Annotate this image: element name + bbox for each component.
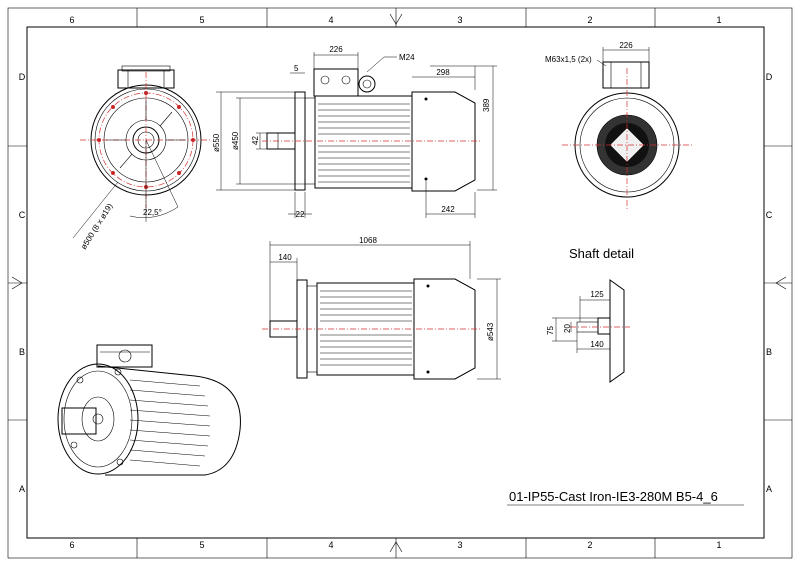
column-label-bottom-3: 4 [328,540,333,550]
side-view-top [262,68,480,192]
shaft-20-dimension: 20 [563,324,572,333]
row-label-right-c: C [766,210,773,220]
bolt-circle-dimension: ø500 (8 x ø19) [79,202,115,252]
column-label-bottom-5: 2 [587,540,592,550]
height-389-dimension: 389 [482,98,491,112]
column-label-top-2: 5 [199,15,204,25]
row-label-right-a: A [766,484,772,494]
isometric-fins [129,379,211,467]
shaft-140-dimension: 140 [278,253,292,262]
column-label-bottom-4: 3 [457,540,462,550]
column-label-top-5: 2 [587,15,592,25]
row-label-right-b: B [766,347,772,357]
column-ticks [8,8,792,558]
inner-frame [26,26,765,539]
spigot-450-dimension: ø450 [231,131,240,150]
row-label-left-b: B [19,347,25,357]
isometric-view [57,344,241,476]
flange-550-dimension: ø550 [212,133,221,152]
shaft-125-dimension: 125 [590,290,604,299]
shaft-detail-heading: Shaft detail [569,246,634,261]
overall-length-dimension: 1068 [359,236,377,245]
flange-22-dimension: 22 [296,210,305,219]
rear-view [562,47,692,210]
cooling-fins-middle [320,290,412,366]
offset-dimension: 5 [294,64,299,73]
length-242-dimension: 242 [441,205,455,214]
terminal-box-width-right: 226 [619,41,633,50]
front-view [72,65,212,239]
column-label-top-3: 4 [328,15,333,25]
column-label-top-1: 6 [69,15,74,25]
row-label-left-a: A [19,484,25,494]
length-298-dimension: 298 [436,68,450,77]
side-view-middle [262,241,501,380]
thread-label: M24 [399,53,415,62]
column-label-top-4: 3 [457,15,462,25]
shaft-42-dimension: 42 [251,136,260,145]
column-label-bottom-1: 6 [69,540,74,550]
row-label-left-c: C [19,210,26,220]
frame-543-dimension: ø543 [486,322,495,341]
terminal-box-width-top: 226 [329,45,343,54]
cable-gland-label: M63x1,5 (2x) [545,55,592,64]
row-label-left-d: D [19,72,26,82]
column-label-top-6: 1 [716,15,721,25]
shaft-75-dimension: 75 [546,326,555,335]
cooling-fins [318,103,410,183]
drawing-title: 01-IP55-Cast Iron-IE3-280M B5-4_6 [509,489,718,504]
column-label-bottom-2: 5 [199,540,204,550]
column-label-bottom-6: 1 [716,540,721,550]
row-label-right-d: D [766,72,773,82]
angle-dimension: 22,5° [143,208,162,217]
shaft-detail-view [552,279,630,383]
shaft-140-detail-dimension: 140 [590,340,604,349]
centering-marks [8,8,792,558]
side-view-top-dimension-lines [216,52,497,218]
